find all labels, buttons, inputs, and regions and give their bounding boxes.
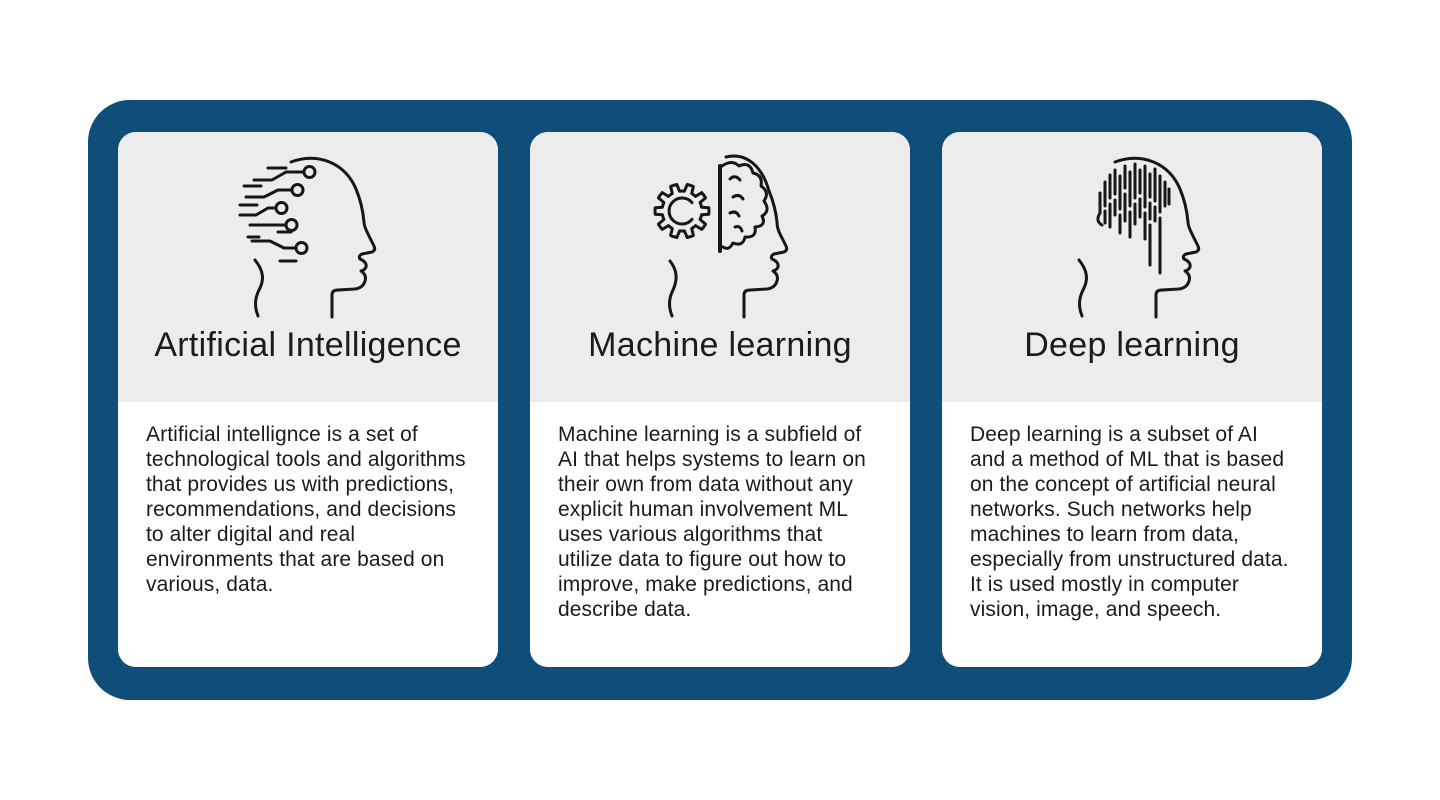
ai-circuit-head-icon bbox=[223, 148, 393, 320]
card-body: Machine learning is a subfield of AI tha… bbox=[530, 402, 910, 667]
card-header: Deep learning bbox=[942, 132, 1322, 402]
card-body: Deep learning is a subset of AI and a me… bbox=[942, 402, 1322, 667]
card-header: Machine learning bbox=[530, 132, 910, 402]
info-panel: Artificial Intelligence Artificial intel… bbox=[88, 100, 1352, 700]
card-artificial-intelligence: Artificial Intelligence Artificial intel… bbox=[118, 132, 498, 667]
circuit-brain-head-icon bbox=[1047, 148, 1217, 320]
card-description: Machine learning is a subfield of AI tha… bbox=[558, 423, 866, 621]
card-deep-learning: Deep learning Deep learning is a subset … bbox=[942, 132, 1322, 667]
card-title: Machine learning bbox=[588, 326, 852, 364]
card-description: Deep learning is a subset of AI and a me… bbox=[970, 423, 1289, 621]
card-description: Artificial intellignce is a set of techn… bbox=[146, 423, 466, 596]
card-title: Artificial Intelligence bbox=[154, 326, 462, 364]
card-header: Artificial Intelligence bbox=[118, 132, 498, 402]
card-body: Artificial intellignce is a set of techn… bbox=[118, 402, 498, 667]
card-title: Deep learning bbox=[1024, 326, 1240, 364]
card-machine-learning: Machine learning Machine learning is a s… bbox=[530, 132, 910, 667]
gear-brain-head-icon bbox=[635, 148, 805, 320]
